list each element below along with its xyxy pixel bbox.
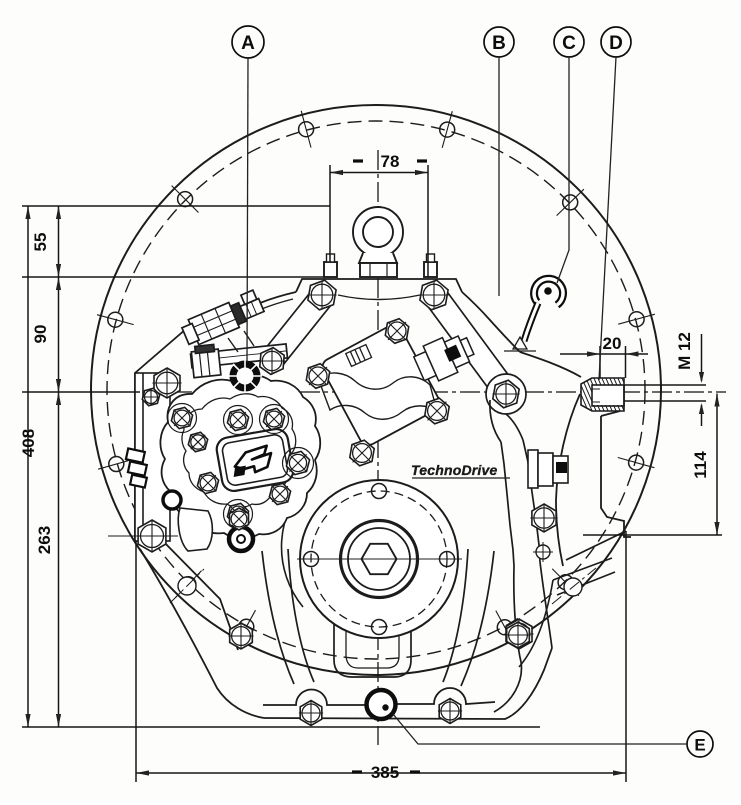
svg-text:B: B xyxy=(492,33,506,54)
svg-text:385: 385 xyxy=(371,763,399,782)
svg-text:78: 78 xyxy=(381,152,400,171)
svg-text:M 12: M 12 xyxy=(675,332,694,370)
svg-text:90: 90 xyxy=(31,325,50,344)
svg-text:A: A xyxy=(241,33,255,54)
svg-text:263: 263 xyxy=(35,526,54,554)
svg-text:20: 20 xyxy=(603,334,622,353)
svg-text:E: E xyxy=(694,736,705,755)
svg-text:114: 114 xyxy=(691,451,710,479)
svg-text:D: D xyxy=(609,33,623,54)
svg-text:C: C xyxy=(562,33,576,54)
svg-text:TechnoDrive: TechnoDrive xyxy=(411,462,497,478)
svg-text:55: 55 xyxy=(31,233,50,252)
svg-text:408: 408 xyxy=(19,429,38,457)
